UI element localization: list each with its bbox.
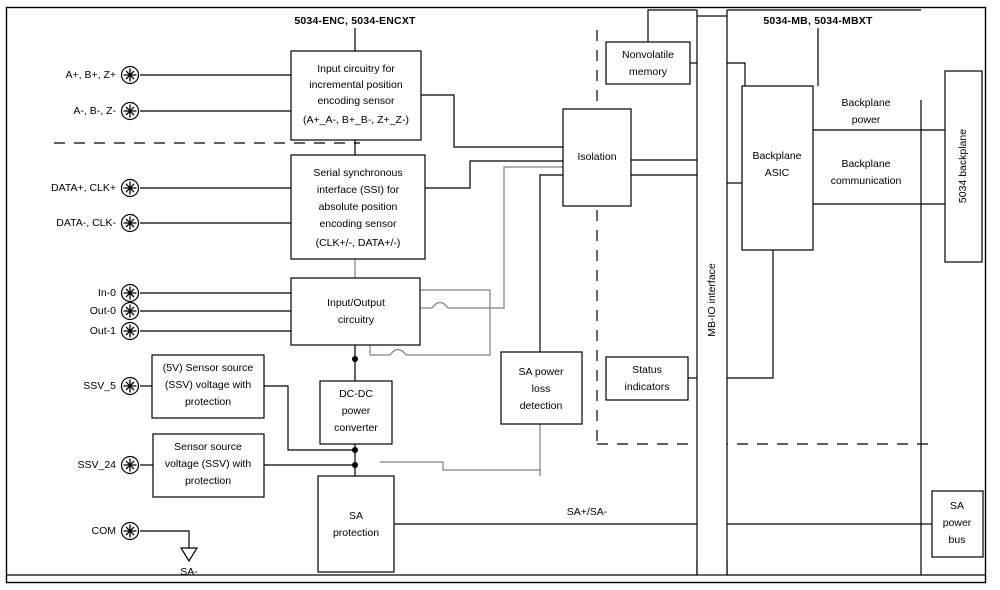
block-backplane-asic-line-1: ASIC	[765, 167, 790, 179]
wire-label-backplane-communication-1: communication	[831, 175, 902, 187]
terminal-data-plus[interactable]	[120, 178, 140, 198]
terminal-label-out-0: Out-0	[90, 305, 116, 317]
terminal-label-data-minus: DATA-, CLK-	[56, 217, 116, 229]
block-status-indicators-line-1: indicators	[625, 381, 670, 393]
terminal-label-a-minus: A-, B-, Z-	[73, 105, 116, 117]
block-sa-power-bus-line-1: power	[943, 517, 972, 529]
block-dcdc-converter[interactable]: DC-DC power converter	[319, 380, 393, 445]
block-dcdc-line-1: power	[342, 405, 371, 417]
block-ssv-24[interactable]: Sensor source voltage (SSV) with protect…	[152, 433, 265, 498]
block-isolation[interactable]: Isolation	[562, 108, 632, 207]
block-incremental-input[interactable]: Input circuitry for incremental position…	[290, 50, 422, 141]
block-ssi-line-4: (CLK+/-, DATA+/-)	[316, 237, 401, 249]
block-io-circuitry[interactable]: Input/Output circuitry	[290, 277, 421, 346]
block-status-indicators-line-0: Status	[632, 364, 662, 376]
block-ssi-line-2: absolute position	[319, 201, 398, 213]
terminal-out-0[interactable]	[120, 301, 140, 321]
block-sa-power-bus-line-2: bus	[949, 534, 966, 546]
wire-label-sa-bus: SA+/SA-	[567, 506, 608, 518]
wiring	[7, 9, 985, 576]
block-5034-backplane-label: 5034 backplane	[957, 129, 969, 203]
terminal-label-ssv-24: SSV_24	[77, 459, 116, 471]
section-title-mb: 5034-MB, 5034-MBXT	[763, 15, 873, 27]
block-ssv-5-line-1: (SSV) voltage with	[165, 379, 252, 391]
block-sa-power-loss-line-1: loss	[532, 383, 551, 395]
block-incremental-input-line-1: incremental position	[309, 79, 403, 91]
wire-label-backplane-power-0: Backplane	[841, 97, 890, 109]
block-ssv-24-line-0: Sensor source	[174, 441, 242, 453]
block-io-circuitry-line-1: circuitry	[338, 314, 375, 326]
wire-label-group: Backplane power Backplane communication …	[567, 97, 902, 518]
block-sa-power-bus[interactable]: SA power bus	[931, 490, 984, 558]
block-incremental-input-line-2: encoding sensor	[317, 95, 395, 107]
block-nonvolatile-memory-line-1: memory	[629, 66, 668, 78]
block-isolation-line-0: Isolation	[577, 151, 616, 163]
outer-frame	[5, 6, 987, 584]
terminal-out-1[interactable]	[120, 321, 140, 341]
block-ssv-24-line-2: protection	[185, 475, 231, 487]
block-ssi-line-0: Serial synchronous	[313, 167, 402, 179]
block-ssi-line-3: encoding sensor	[319, 218, 397, 230]
block-mb-io-interface[interactable]: MB-IO interface	[696, 15, 728, 576]
block-sa-power-bus-line-0: SA	[950, 500, 964, 512]
block-io-circuitry-line-0: Input/Output	[327, 297, 385, 309]
ground-label-sa-minus: SA-	[180, 566, 198, 578]
block-dcdc-line-0: DC-DC	[339, 388, 373, 400]
block-sa-power-loss-detection[interactable]: SA power loss detection	[500, 351, 583, 425]
block-status-indicators[interactable]: Status indicators	[605, 356, 689, 401]
block-ssi-line-1: interface (SSI) for	[317, 184, 400, 196]
terminal-label-out-1: Out-1	[90, 325, 116, 337]
terminal-a-plus[interactable]	[120, 65, 140, 85]
block-sa-protection[interactable]: SA protection	[317, 475, 395, 573]
block-ssv-5-line-0: (5V) Sensor source	[163, 362, 254, 374]
wire-label-backplane-power-1: power	[852, 114, 881, 126]
block-backplane-asic-line-0: Backplane	[752, 150, 801, 162]
terminal-ssv-5[interactable]	[120, 376, 140, 396]
terminal-group: A+, B+, Z+ A-, B-, Z- DATA+, CLK+ DATA-,…	[51, 65, 199, 578]
terminal-label-data-plus: DATA+, CLK+	[51, 182, 116, 194]
block-ssv-5-line-2: protection	[185, 396, 231, 408]
terminal-data-minus[interactable]	[120, 213, 140, 233]
terminal-label-in-0: In-0	[98, 287, 116, 299]
block-backplane-asic[interactable]: Backplane ASIC	[741, 85, 814, 251]
terminal-label-a-plus: A+, B+, Z+	[66, 69, 117, 81]
section-title-enc: 5034-ENC, 5034-ENCXT	[294, 15, 416, 27]
block-mb-io-interface-label: MB-IO interface	[706, 263, 718, 337]
block-incremental-input-line-0: Input circuitry for	[317, 63, 395, 75]
terminal-label-ssv-5: SSV_5	[83, 380, 116, 392]
ground-arrow-icon	[179, 547, 199, 563]
terminal-in-0[interactable]	[120, 283, 140, 303]
wire-label-backplane-communication-0: Backplane	[841, 158, 890, 170]
terminal-com[interactable]	[120, 521, 140, 541]
block-ssv-5[interactable]: (5V) Sensor source (SSV) voltage with pr…	[151, 354, 265, 419]
block-sa-power-loss-line-2: detection	[520, 400, 563, 412]
block-sa-power-loss-line-0: SA power	[519, 366, 564, 378]
terminal-a-minus[interactable]	[120, 101, 140, 121]
block-ssi[interactable]: Serial synchronous interface (SSI) for a…	[290, 154, 426, 260]
terminal-ssv-24[interactable]	[120, 455, 140, 475]
block-sa-protection-line-1: protection	[333, 527, 379, 539]
block-nonvolatile-memory[interactable]: Nonvolatile memory	[605, 41, 691, 85]
block-sa-protection-line-0: SA	[349, 510, 363, 522]
block-5034-backplane[interactable]: 5034 backplane	[944, 70, 983, 263]
terminal-label-com: COM	[92, 525, 117, 537]
block-dcdc-line-2: converter	[334, 422, 378, 434]
block-ssv-24-line-1: voltage (SSV) with	[165, 458, 252, 470]
block-nonvolatile-memory-line-0: Nonvolatile	[622, 49, 674, 61]
block-incremental-input-line-3: (A+_A-, B+_B-, Z+_Z-)	[303, 114, 409, 126]
